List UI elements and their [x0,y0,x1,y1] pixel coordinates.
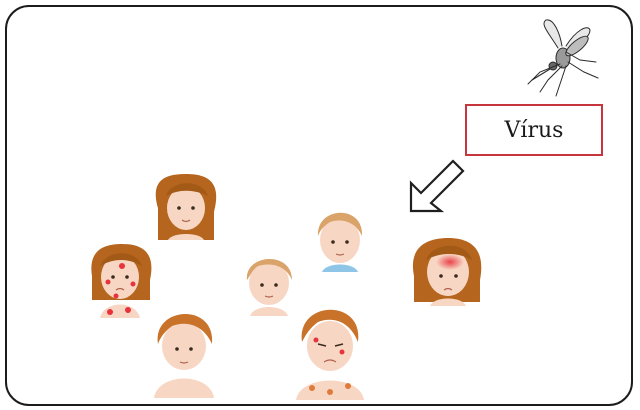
child-girl-rash [91,244,152,318]
child-girl-fever [412,238,482,306]
child-girl-top [155,174,217,240]
child-boy-sick [296,309,364,400]
child-boy-center [246,258,292,316]
arrow-down-left-icon [409,159,465,213]
mosquito-icon [527,19,599,97]
child-boy-blue-shirt [317,212,363,272]
virus-label: Vírus [465,104,603,156]
virus-label-text: Vírus [504,117,564,143]
child-boy-bottom-left [154,313,214,398]
